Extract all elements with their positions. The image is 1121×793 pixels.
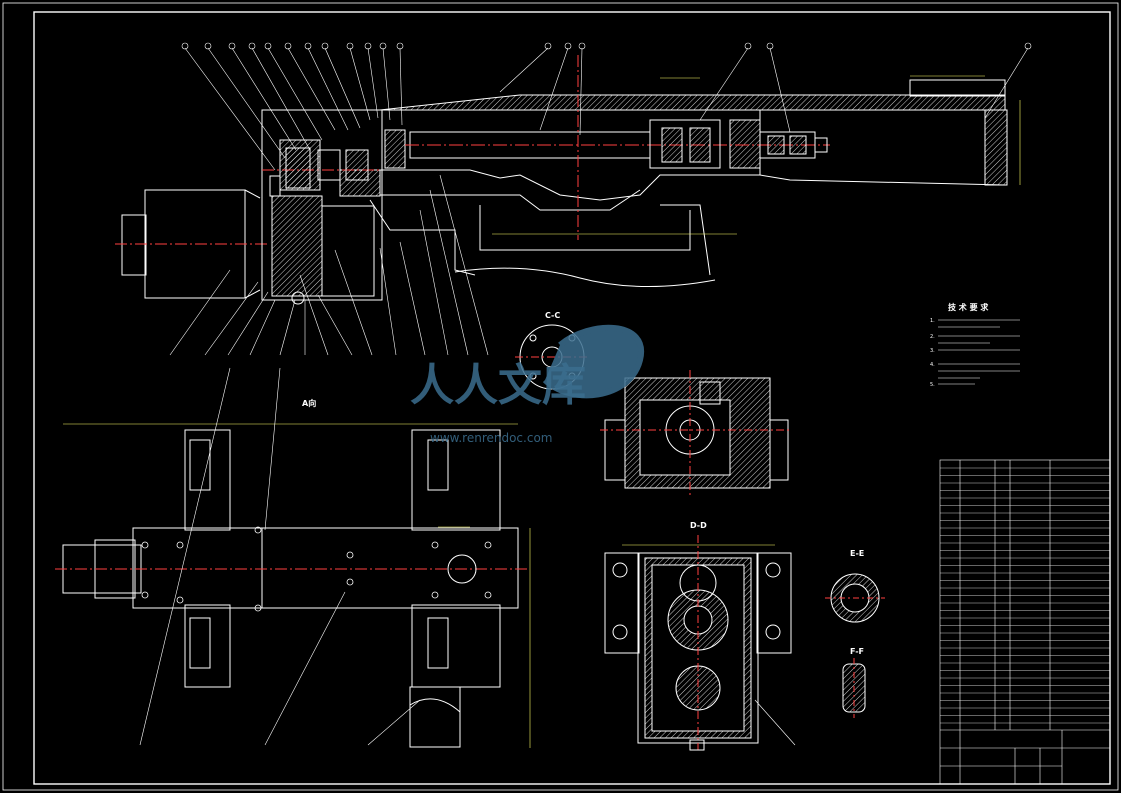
section-f-view: F-F xyxy=(842,647,866,718)
balloon-circles-top xyxy=(181,42,1032,50)
section-f-label: F-F xyxy=(850,647,864,656)
watermark-url: www.renrendoc.com xyxy=(430,431,552,445)
tech-req-item: 2. xyxy=(930,334,935,340)
gearbox-housing xyxy=(261,109,385,305)
balloon-leaders-top xyxy=(169,47,1029,356)
a-view: A向 xyxy=(55,367,531,748)
bolt-holes-a xyxy=(141,526,492,612)
dimensions-a xyxy=(63,423,531,748)
main-section-view xyxy=(115,55,1021,305)
technical-requirements: 技 术 要 求 1. 2. 3. 4. 5. xyxy=(930,302,1020,388)
tech-req-item: 5. xyxy=(930,382,935,388)
tech-req-item: 3. xyxy=(930,348,935,354)
motor xyxy=(115,189,270,299)
section-e-view: E-E xyxy=(825,549,885,623)
watermark: 人人文库 www.renrendoc.com xyxy=(410,324,645,445)
section-d-view: D-D xyxy=(604,521,796,751)
tech-req-title: 技 术 要 求 xyxy=(948,302,989,312)
watermark-text: 人人文库 xyxy=(410,360,586,411)
dimensions-main xyxy=(492,75,1021,235)
section-end-view xyxy=(600,370,790,495)
section-d-label: D-D xyxy=(690,521,707,530)
lead-screw xyxy=(405,55,830,240)
gear-train xyxy=(269,147,369,197)
view-a-label: A向 xyxy=(302,398,316,408)
parts-list-rows xyxy=(940,467,1110,724)
section-e-label: E-E xyxy=(850,549,864,558)
section-c-label: C-C xyxy=(545,311,560,320)
parts-list xyxy=(939,459,1111,785)
tech-req-item: 4. xyxy=(930,362,935,368)
arm-body xyxy=(369,79,1008,287)
tech-req-item: 1. xyxy=(930,318,935,324)
